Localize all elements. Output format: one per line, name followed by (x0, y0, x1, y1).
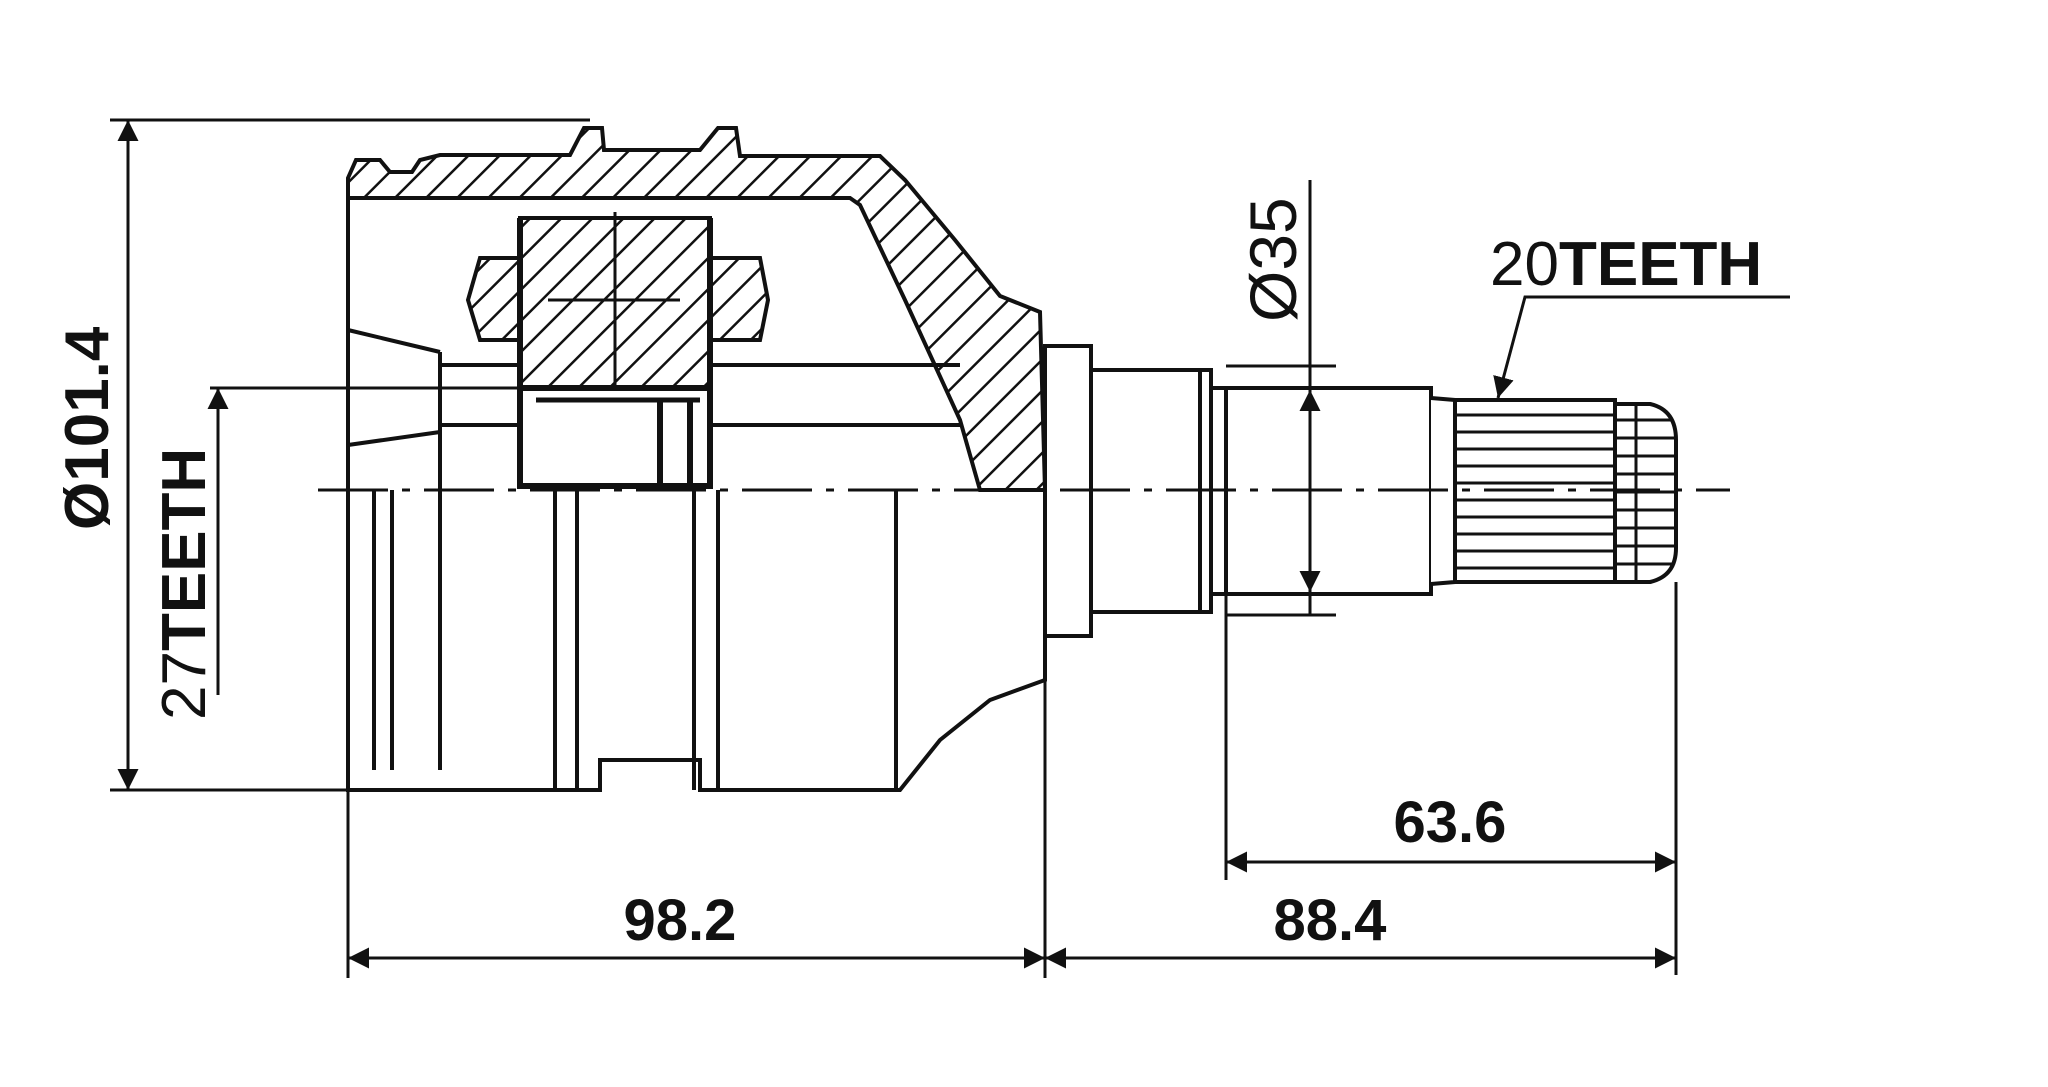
dim-outer-diameter (110, 118, 590, 792)
outer-teeth-label: 20TEETH (1490, 230, 1762, 299)
outer-diameter-label: Ø101.4 (53, 326, 122, 530)
inner-teeth-label: 27TEETH (150, 448, 219, 720)
shaft-diameter-label: Ø35 (1236, 197, 1310, 322)
dim-housing-length (346, 680, 1047, 978)
inner-teeth-count: 27 (150, 651, 219, 720)
callout-outer-spline (1493, 295, 1790, 399)
dim-inner-spline (207, 386, 520, 695)
dim-shaft-diameter (1226, 180, 1336, 617)
stub-length-label: 88.4 (1274, 888, 1387, 953)
housing-length-label: 98.2 (624, 888, 737, 953)
housing-outline (346, 198, 1047, 792)
spider-hub (517, 385, 713, 489)
outer-teeth-word: TEETH (1559, 230, 1762, 299)
spider-roller-section (465, 216, 771, 390)
spline-teeth (1455, 413, 1615, 570)
spline-length-label: 63.6 (1394, 790, 1507, 855)
outer-teeth-count: 20 (1490, 230, 1559, 299)
housing-wall-section (346, 126, 1048, 492)
tripod-spider (465, 212, 771, 489)
dim-spline-length (1224, 582, 1678, 975)
inner-teeth-word: TEETH (150, 448, 219, 651)
